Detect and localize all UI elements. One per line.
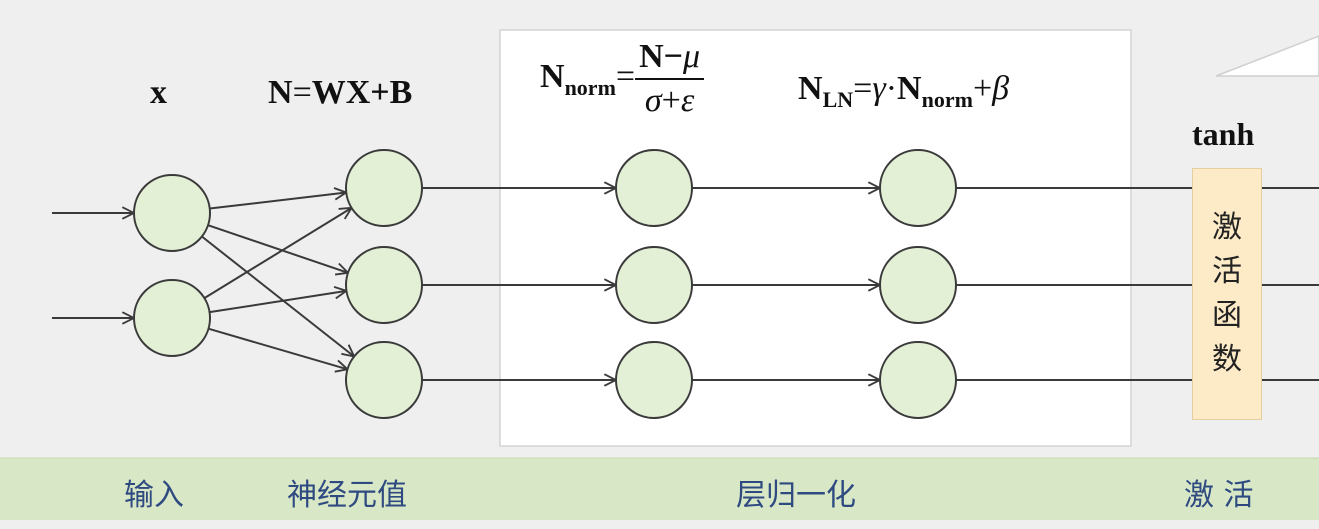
layer-norm-formula: NLN=γ·Nnorm+β	[798, 70, 1010, 112]
input-formula: x	[150, 74, 167, 111]
weight-edge-2-3	[208, 327, 347, 370]
weight-edge-2-2	[209, 291, 347, 314]
activation-name: tanh	[1192, 116, 1255, 152]
ln-node-2	[879, 246, 957, 324]
input-node-1	[133, 174, 211, 252]
activation-char-3: 函	[1212, 298, 1242, 333]
input-node-2	[133, 279, 211, 357]
stage-label-activation: 激 活	[1184, 478, 1254, 513]
activation-char-4: 数	[1212, 342, 1242, 377]
activation-function-box: 激 活 函 数	[1192, 168, 1262, 420]
weight-edge-1-3	[201, 235, 354, 357]
activation-char-2: 活	[1212, 254, 1242, 289]
weight-edge-1-1	[209, 192, 347, 210]
stage-label-neuron-value: 神经元值	[287, 478, 407, 513]
neuron-formula: N=WX+B	[268, 74, 413, 111]
norm-node-1	[615, 149, 693, 227]
norm-node-3	[615, 341, 693, 419]
neuron-node-3	[345, 341, 423, 419]
weight-edge-2-1	[203, 208, 351, 299]
ln-node-1	[879, 149, 957, 227]
label-band	[0, 458, 1319, 520]
neuron-node-2	[345, 246, 423, 324]
neuron-node-1	[345, 149, 423, 227]
ln-node-3	[879, 341, 957, 419]
stage-label-input: 输入	[124, 478, 184, 513]
activation-char-1: 激	[1212, 210, 1242, 245]
norm-node-2	[615, 246, 693, 324]
weight-edge-1-2	[207, 224, 348, 273]
callout-pointer	[1215, 35, 1319, 77]
stage-label-layer-norm: 层归一化	[736, 478, 856, 513]
